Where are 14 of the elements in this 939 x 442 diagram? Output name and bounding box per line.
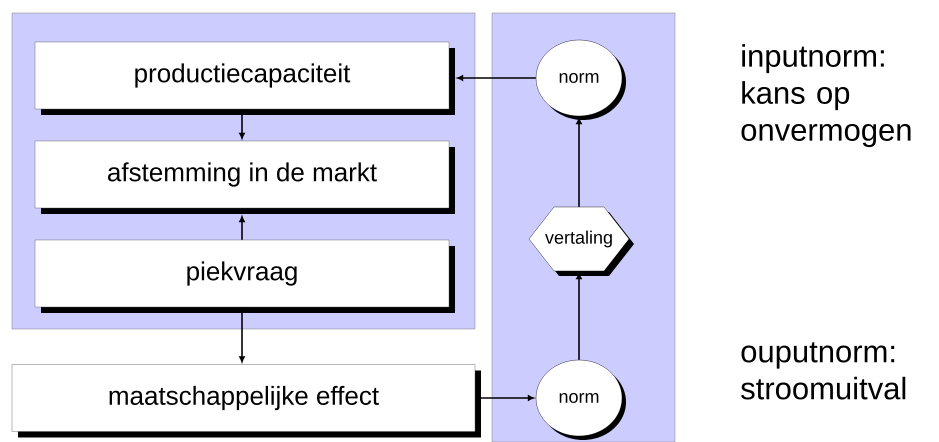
process-box: productiecapaciteit [34, 42, 455, 115]
arrow [475, 395, 534, 401]
side-note: ouputnorm: stroomuitval [741, 342, 906, 400]
process-box: piekvraag [34, 240, 455, 313]
process-box: maatschappelijke effect [12, 364, 481, 438]
arrow [239, 109, 245, 139]
arrow [576, 273, 582, 360]
arrow [239, 216, 245, 240]
arrow [576, 118, 582, 207]
hexagon: vertaling [528, 206, 634, 276]
side-note: inputnorm: kans op onvermogen [742, 44, 910, 148]
arrow [457, 75, 536, 81]
arrow [239, 307, 245, 362]
process-box: afstemming in de markt [34, 140, 455, 214]
